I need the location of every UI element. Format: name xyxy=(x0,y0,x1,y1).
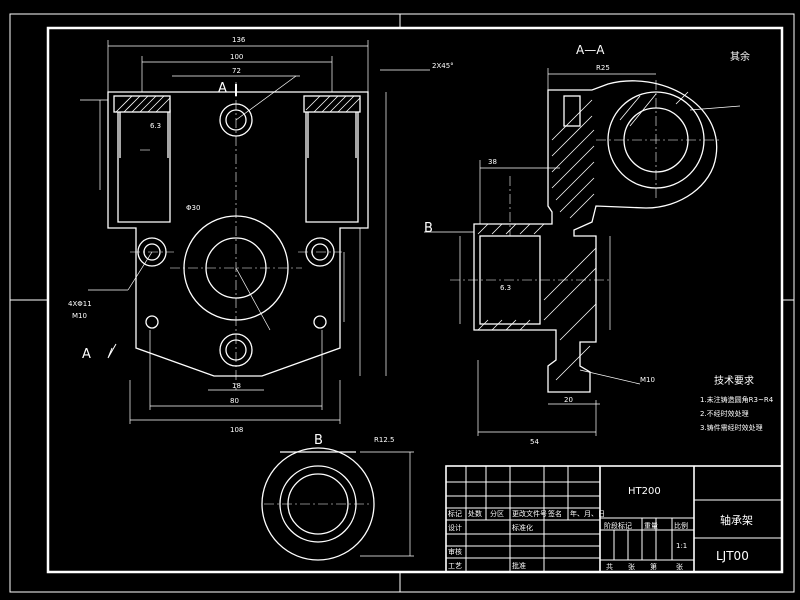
view-b xyxy=(261,447,375,561)
tb-row-label-2: 分区 xyxy=(490,509,504,518)
dim-18: 18 xyxy=(232,382,241,390)
section-dimensions xyxy=(424,68,741,436)
holes-note: 4XΦ11 xyxy=(68,300,92,308)
title-block xyxy=(445,465,783,573)
tb-stage-label: 阶段标记 xyxy=(604,521,632,530)
tech-req-1: 1.未注铸造圆角R3~R4 xyxy=(700,395,774,404)
tech-req-title: 技术要求 xyxy=(714,374,754,387)
tb-mid-label-0: 标准化 xyxy=(512,523,533,532)
section-hatch xyxy=(477,91,689,381)
front-centerlines xyxy=(130,82,342,390)
front-view-hatch xyxy=(115,95,361,113)
tb-scale-label: 比例 xyxy=(674,521,688,530)
section-arrows xyxy=(107,84,237,359)
dim-54: 54 xyxy=(530,438,539,446)
view-mark-a-side: A xyxy=(82,347,91,362)
tb-left-label-0: 设计 xyxy=(448,523,462,532)
dim-80: 80 xyxy=(230,397,239,405)
dim-38: 38 xyxy=(488,158,497,166)
tb-row-label-0: 标记 xyxy=(448,509,462,518)
tb-sheet-3: 张 xyxy=(676,562,683,571)
dim-phi30: Φ30 xyxy=(186,204,200,212)
section-view xyxy=(473,80,718,393)
tb-sheet-1: 张 xyxy=(628,562,635,571)
tb-row-label-1: 处数 xyxy=(468,509,482,518)
tb-row-label-3: 更改文件号 xyxy=(512,509,547,518)
drawing-frame xyxy=(9,13,795,593)
dim-r12: R12.5 xyxy=(374,436,394,444)
view-mark-a-top: A xyxy=(218,81,227,96)
front-dimensions xyxy=(80,40,430,424)
dim-20: 20 xyxy=(564,396,573,404)
tb-sheet-0: 共 xyxy=(606,562,613,571)
dim-roughness-2: 6.3 xyxy=(500,284,511,292)
dim-108: 108 xyxy=(230,426,243,434)
tb-row-label-5: 年、月、日 xyxy=(570,509,605,518)
tb-row-label-4: 签名 xyxy=(548,509,562,518)
view-b-title: B xyxy=(314,433,323,448)
dim-chamfer: 2X45° xyxy=(432,62,454,70)
thread-note: M10 xyxy=(72,312,87,320)
tech-req-2: 2.不经时效处理 xyxy=(700,409,749,418)
dim-r25: R25 xyxy=(596,64,610,72)
material: HT200 xyxy=(628,486,661,497)
dim-72: 72 xyxy=(232,67,241,75)
dim-thread: M10 xyxy=(640,376,655,384)
surface-note: 其余 xyxy=(730,50,750,63)
part-name: 轴承架 xyxy=(720,513,753,527)
section-label: A—A xyxy=(576,43,605,57)
view-b-dimension xyxy=(360,451,414,557)
dim-100: 100 xyxy=(230,53,243,61)
dim-roughness-1: 6.3 xyxy=(150,122,161,130)
tb-sheet-2: 第 xyxy=(650,562,657,571)
tech-req-3: 3.铸件需经时效处理 xyxy=(700,423,763,432)
tb-mid-label-1: 批准 xyxy=(512,561,526,570)
tb-weight-label: 重量 xyxy=(644,522,658,530)
tb-left-label-2: 工艺 xyxy=(448,562,462,570)
section-centerlines xyxy=(450,80,720,281)
dim-136: 136 xyxy=(232,36,246,44)
drawing-number: LJT00 xyxy=(716,549,749,563)
view-mark-b: B xyxy=(424,221,433,236)
front-view xyxy=(107,91,369,377)
tb-scale-value: 1:1 xyxy=(676,542,687,550)
tb-left-label-1: 审核 xyxy=(448,547,462,556)
